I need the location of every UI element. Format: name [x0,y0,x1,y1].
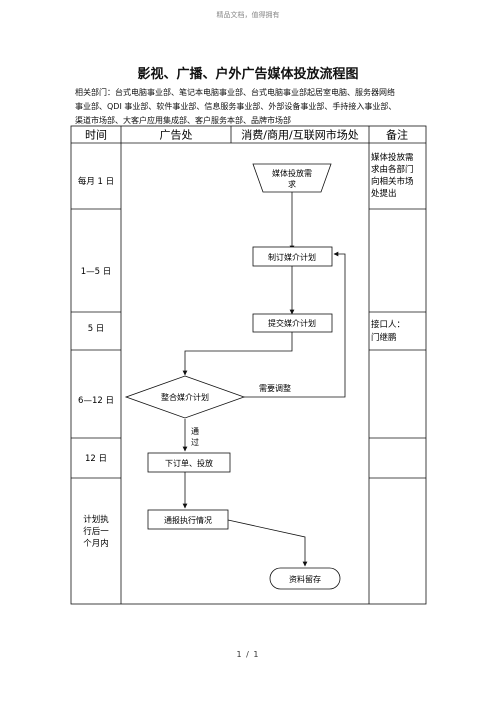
label-integrate-plan: 整合媒介计划 [161,392,209,402]
shape-submit-plan [252,313,333,333]
note-contact-line-1: 接口人： [371,319,405,330]
label-media-demand-line-2: 求 [288,179,296,189]
label-submit-plan: 提交媒介计划 [268,318,316,328]
note-contact-line-2: 门继鹏 [371,332,397,343]
page-title: 影视、广播、户外广告媒体投放流程图 [137,67,359,82]
column-header-ad: 广告处 [160,129,193,142]
time-day-6-12: 6—12 日 [78,396,114,406]
note-demand-line-4: 处提出 [371,188,397,199]
time-after-line-2: 行后一 [83,526,109,537]
note-demand-line-3: 向相关市场 [371,176,414,187]
shape-media-demand [252,163,332,193]
note-demand-line-1: 媒体投放需 [371,152,414,163]
time-after-line-1: 计划执 [83,514,109,525]
departments-line-2: 事业部、QDI 事业部、软件事业部、信息服务事业部、外部设备事业部、手持接入事业… [75,102,397,111]
table-grid [70,125,427,605]
label-needs-adjustment: 需要调整 [259,383,291,393]
time-day-5: 5 日 [88,324,105,334]
shape-order-delivery [147,452,231,473]
column-header-time: 时间 [85,129,107,142]
label-order-delivery: 下订单、投放 [165,458,213,468]
departments-line-3: 渠道市场部、大客户应用集成部、客户服务本部、品牌市场部 [75,116,291,125]
label-report-execution: 通报执行情况 [164,515,212,525]
shape-make-plan [252,246,333,267]
departments-line-1: 相关部门：台式电脑事业部、笔记本电脑事业部、台式电脑事业部起居室电脑、服务器网络 [75,88,395,97]
column-header-note: 备注 [386,128,408,142]
shape-integrate-plan [124,375,246,419]
arrow-adjust-back-to-plan [244,251,346,398]
time-day-1: 每月 1 日 [78,176,114,187]
label-media-demand-line-1: 媒体投放需 [272,168,312,178]
label-make-plan: 制订媒介计划 [268,252,316,262]
arrow-submit-to-integrate [182,331,293,376]
arrow-report-to-archive [227,519,308,567]
page-number: 1 / 1 [236,650,260,659]
label-pass-line-1: 通 [191,426,199,436]
time-day-1-5: 1—5 日 [81,267,112,277]
time-day-12: 12 日 [85,454,107,464]
time-after-line-3: 个月内 [83,538,109,549]
note-demand-line-2: 求由各部门 [371,164,414,175]
label-pass-line-2: 过 [191,437,199,447]
shape-report-execution [147,509,229,530]
column-header-market: 消费/商用/互联网市场处 [241,128,358,142]
page-header: 精品文档，值得拥有 [216,11,280,19]
related-departments: 相关部门：台式电脑事业部、笔记本电脑事业部、台式电脑事业部起居室电脑、服务器网络… [75,86,435,128]
label-archive: 资料留存 [289,574,321,584]
shape-archive [269,567,341,590]
